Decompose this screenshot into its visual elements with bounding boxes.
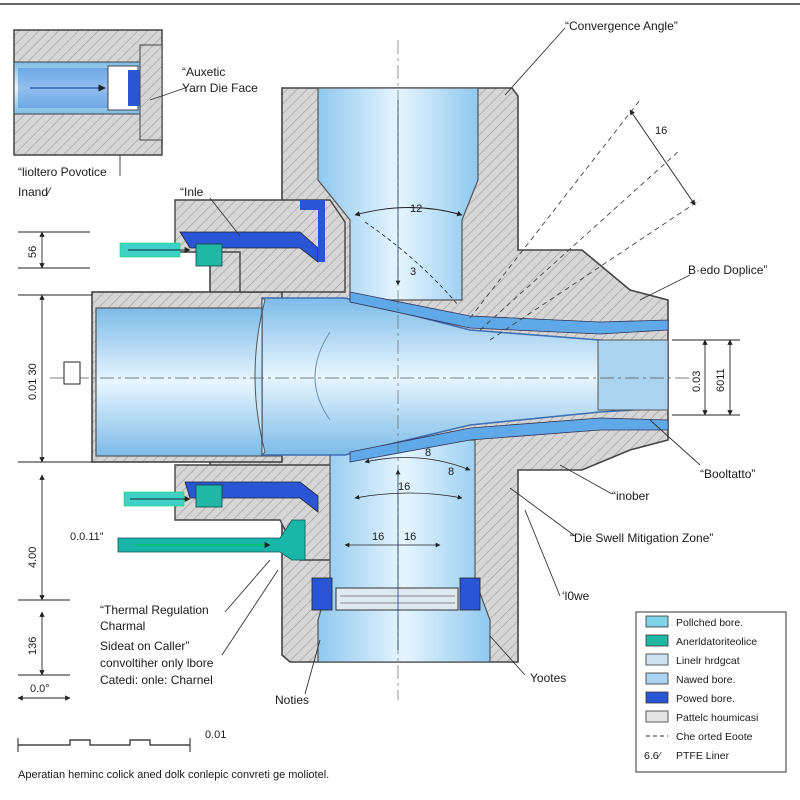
- convergence-angle-lines: [469, 99, 701, 341]
- legend-swatch: [645, 672, 669, 685]
- dim-56: 56: [27, 246, 39, 258]
- reference-marker: [63, 361, 81, 385]
- dim-3: 3: [410, 266, 416, 278]
- dim-4-00: 4.00: [27, 547, 39, 568]
- dim-0-03: 0.03: [691, 371, 703, 392]
- legend-label: Powed bore.: [676, 693, 735, 705]
- legend-swatch: [645, 634, 669, 647]
- callout-auxetic-1: “Auxetic: [182, 65, 225, 79]
- legend-label: Anerldatoriteolice: [676, 636, 757, 648]
- callout-convergence-angle: “Convergence Angle”: [565, 19, 678, 33]
- legend-label: Che orted Eoote: [676, 731, 753, 743]
- callout-die-swell: “Die Swell Mitigation Zone”: [570, 531, 713, 545]
- dim-0-0130: 0.01 30: [27, 363, 39, 400]
- callout-lowe: ‘l0we: [562, 589, 590, 603]
- right-dimensions: [672, 339, 740, 416]
- dim-8b: 8: [448, 466, 454, 478]
- callout-hollow-2: Inand⁄: [18, 185, 52, 199]
- callout-thermal-2: Charmal: [100, 619, 145, 633]
- footer-caption: Aperatian heminc colick aned dolk conlep…: [18, 769, 329, 781]
- dim-angle-16: 16: [655, 125, 667, 137]
- dim-0-01: 0.01: [205, 729, 226, 741]
- callout-blade-doplice: B·edo Doplice”: [688, 263, 767, 277]
- callout-thermal-1: “Thermal Regulation: [100, 603, 209, 617]
- legend-label: Pattelc houmicasi: [676, 712, 758, 724]
- legend-swatch: [645, 653, 669, 666]
- leader-lines: [119, 27, 701, 695]
- dim-16a: 16: [398, 481, 410, 493]
- seal-ring: [335, 587, 459, 611]
- callout-noties: Noties: [275, 693, 309, 707]
- callout-sidest-3: Catedi: onle: Charnel: [100, 673, 213, 687]
- callout-sidest-1: Sideat on Caller”: [100, 639, 189, 653]
- inset-detail: [13, 29, 163, 156]
- legend-swatch: [645, 710, 669, 723]
- dim-136: 136: [27, 637, 39, 655]
- inlet-bore: [95, 307, 283, 457]
- dim-0-0: 0.0°: [30, 683, 50, 695]
- legend-label: PTFE Liner: [676, 750, 730, 762]
- callout-inlet: “Inle: [180, 185, 204, 199]
- legend-label: Linelr hrdgcat: [676, 655, 740, 667]
- callout-inober: “inober: [612, 489, 649, 503]
- dim-16c: 16: [404, 531, 416, 543]
- legend-prefix: 6.6⁄: [644, 750, 663, 762]
- callout-hollow-1: “lioltero Povotice: [18, 165, 107, 179]
- legend-label: Nawed bore.: [676, 674, 736, 686]
- vertical-bore-bottom: [317, 439, 491, 663]
- dim-8a: 8: [425, 447, 431, 459]
- legend-swatch: [645, 691, 669, 704]
- legend-label: Pollched bore.: [676, 617, 743, 629]
- callout-auxetic-2: Yarn Die Face: [182, 81, 258, 95]
- dim-6011: 6011: [715, 368, 727, 392]
- callout-yootes: Yootes: [530, 671, 566, 685]
- thermal-regulation-channel: [117, 519, 306, 561]
- left-dimensions: [17, 231, 92, 701]
- dim-12: 12: [410, 203, 422, 215]
- dim-0-011: 0.0.11”: [70, 531, 104, 543]
- callout-sidest-2: convoltiher only lbore: [100, 656, 214, 670]
- scale-bar: [18, 739, 190, 746]
- dim-16b: 16: [372, 531, 384, 543]
- callout-booltatto: “Booltatto”: [700, 467, 755, 481]
- legend-swatch: [645, 615, 669, 628]
